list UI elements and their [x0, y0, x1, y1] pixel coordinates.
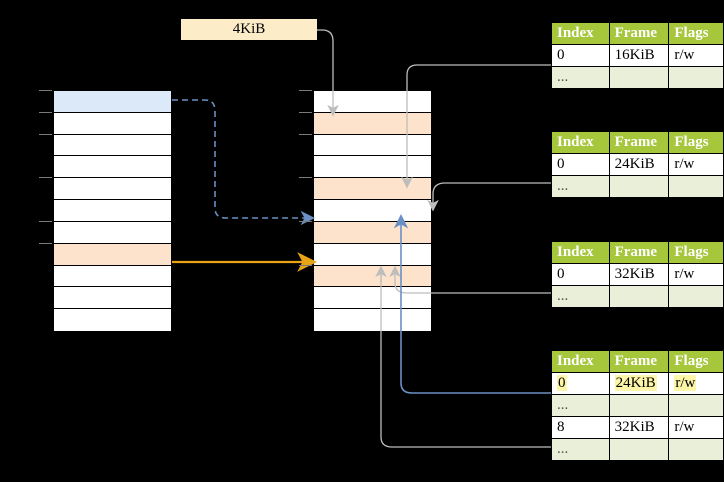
virtual-address-table — [53, 90, 172, 331]
virtual_table-tick-0 — [39, 90, 52, 91]
physical_table-row-6[interactable] — [314, 221, 431, 244]
pte-4-r0-index-value: 0 — [557, 375, 567, 391]
physical_table-row-5[interactable] — [314, 200, 431, 222]
table-row[interactable]: 8 32KiB r/w — [551, 416, 724, 439]
pte-2-r0-frame: 24KiB — [608, 153, 670, 176]
physical_table-row-2[interactable] — [314, 134, 431, 157]
physical_table-row-7[interactable] — [314, 243, 431, 266]
virtual_table-tick-6 — [39, 220, 52, 222]
physical-memory-table — [313, 90, 432, 331]
pte-3-header-index: Index — [551, 241, 610, 264]
pte-4-r1-flags — [668, 394, 724, 417]
physical_table-tick-0 — [299, 90, 312, 91]
virtual_table-tick-2 — [39, 133, 52, 135]
physical_table-tick-6 — [299, 220, 312, 222]
pte-4-r2-flags: r/w — [668, 416, 724, 439]
pte-1-header-frame: Frame — [608, 22, 670, 45]
pte-2-header-frame: Frame — [608, 131, 670, 154]
connector-pte2-to-physical — [427, 182, 551, 212]
table-row[interactable]: ... — [551, 394, 724, 417]
virtual_table-row-9[interactable] — [54, 287, 171, 310]
pte-4-r3-flags — [668, 438, 724, 461]
physical_table-row-8[interactable] — [314, 265, 431, 288]
pte-1-r1-index: ... — [551, 66, 610, 89]
physical_table-tick-4 — [299, 177, 312, 179]
physical_table-tick-2 — [299, 133, 312, 135]
table-row[interactable]: ... — [551, 285, 724, 308]
virtual_table-row-6[interactable] — [54, 221, 171, 244]
pte-4-r0-flags-value: r/w — [674, 375, 697, 391]
pte-2-r1-frame — [608, 175, 670, 198]
pte-4-r0-frame-value: 24KiB — [614, 375, 657, 391]
physical_table-row-9[interactable] — [314, 287, 431, 310]
pte-4-header-flags: Flags — [668, 350, 724, 373]
physical_table-row-10[interactable] — [314, 309, 431, 331]
physical_table-row-4[interactable] — [314, 178, 431, 201]
pte-2-r0-index: 0 — [551, 153, 610, 176]
virtual_table-row-10[interactable] — [54, 309, 171, 331]
pte-3-r1-frame — [608, 285, 670, 308]
pte-3-r0-index: 0 — [551, 263, 610, 286]
pte-2-r1-index: ... — [551, 175, 610, 198]
pte-4-header-index: Index — [551, 350, 610, 373]
pte-4-r2-index: 8 — [551, 416, 610, 439]
pte-2-r1-flags — [668, 175, 724, 198]
pte-2-header-flags: Flags — [668, 131, 724, 154]
physical_table-row-0[interactable] — [314, 91, 431, 113]
virtual_table-row-8[interactable] — [54, 265, 171, 288]
pte-3-header-flags: Flags — [668, 241, 724, 264]
pte-table-1: Index Frame Flags 0 16KiB r/w ... — [551, 22, 724, 89]
virtual_table-row-1[interactable] — [54, 112, 171, 135]
pte-table-4: Index Frame Flags 0 24KiB r/w ... 8 32Ki… — [551, 350, 724, 461]
pte-4-header-frame: Frame — [608, 350, 670, 373]
page-size-label: 4KiB — [181, 19, 317, 40]
pte-1-r1-flags — [668, 66, 724, 89]
table-row[interactable]: ... — [551, 175, 724, 198]
table-row[interactable]: 0 24KiB r/w — [551, 153, 724, 176]
pte-2-header-index: Index — [551, 131, 610, 154]
table-row[interactable]: 0 16KiB r/w — [551, 44, 724, 67]
pte-3-r1-flags — [668, 285, 724, 308]
pte-4-r1-index: ... — [551, 394, 610, 417]
pte-1-header-index: Index — [551, 22, 610, 45]
virtual_table-tick-4 — [39, 177, 52, 179]
table-row[interactable]: ... — [551, 438, 724, 461]
pte-4-r3-frame — [608, 438, 670, 461]
pte-3-r0-frame: 32KiB — [608, 263, 670, 286]
pte-table-2: Index Frame Flags 0 24KiB r/w ... — [551, 131, 724, 198]
pte-4-r3-index: ... — [551, 438, 610, 461]
table-row[interactable]: ... — [551, 66, 724, 89]
pte-1-r0-flags: r/w — [668, 44, 724, 67]
physical_table-row-3[interactable] — [314, 156, 431, 179]
pte-1-header-flags: Flags — [668, 22, 724, 45]
pte-3-r1-index: ... — [551, 285, 610, 308]
virtual_table-tick-1 — [39, 111, 52, 113]
virtual_table-row-2[interactable] — [54, 134, 171, 157]
physical_table-row-1[interactable] — [314, 112, 431, 135]
pte-3-header-frame: Frame — [608, 241, 670, 264]
pte-2-r0-flags: r/w — [668, 153, 724, 176]
pte-4-r1-frame — [608, 394, 670, 417]
virtual_table-row-7[interactable] — [54, 243, 171, 266]
virtual_table-row-4[interactable] — [54, 178, 171, 201]
pte-table-3: Index Frame Flags 0 32KiB r/w ... — [551, 241, 724, 308]
table-row[interactable]: 0 24KiB r/w — [551, 372, 724, 395]
pte-3-r0-flags: r/w — [668, 263, 724, 286]
pte-4-r0-frame: 24KiB — [608, 372, 670, 395]
physical_table-tick-8 — [299, 264, 312, 266]
pte-1-r0-frame: 16KiB — [608, 44, 670, 67]
virtual_table-row-5[interactable] — [54, 200, 171, 222]
pte-4-r0-index: 0 — [551, 372, 610, 395]
table-row[interactable]: 0 32KiB r/w — [551, 263, 724, 286]
virtual_table-row-0[interactable] — [54, 91, 171, 113]
pte-4-r0-flags: r/w — [668, 372, 724, 395]
physical_table-tick-1 — [299, 111, 312, 113]
virtual_table-row-3[interactable] — [54, 156, 171, 179]
connector-virtual-to-physical-dashed — [172, 99, 315, 226]
pte-1-r1-frame — [608, 66, 670, 89]
pte-4-r2-frame: 32KiB — [608, 416, 670, 439]
virtual_table-tick-7 — [39, 242, 52, 244]
pte-1-r0-index: 0 — [551, 44, 610, 67]
